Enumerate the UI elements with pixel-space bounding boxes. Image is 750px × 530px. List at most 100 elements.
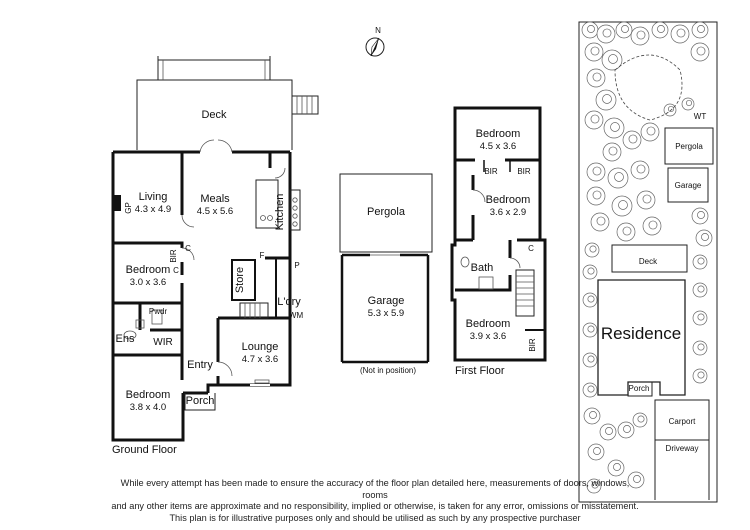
disclaimer-line: While every attempt has been made to ens… — [120, 478, 630, 500]
tree-canopy-icon — [621, 25, 629, 33]
garage-plan: Pergola Garage 5.3 x 5.9 (Not in positio… — [339, 173, 433, 375]
tree-canopy-icon — [592, 72, 602, 82]
tree-canopy-icon — [590, 46, 600, 56]
site-pergola-label: Pergola — [675, 142, 703, 151]
deck-steps — [291, 95, 319, 115]
site-residence — [597, 279, 686, 396]
disclaimer-line: This plan is for illustrative purposes o… — [169, 512, 581, 523]
meals-dims: 4.5 x 5.6 — [197, 206, 233, 217]
lounge-label: Lounge — [242, 341, 279, 353]
not-in-position-note: (Not in position) — [360, 366, 416, 375]
tree-canopy-icon — [618, 200, 628, 210]
first-floor-plan: Bedroom 4.5 x 3.6 BIR BIR Bedroom 3.6 x … — [450, 106, 547, 377]
tree-canopy-icon — [587, 295, 595, 303]
laundry-label: L'dry — [277, 296, 301, 308]
first-floor-title: First Floor — [455, 365, 505, 377]
site-boundary — [578, 21, 718, 503]
fireplace-icon — [114, 195, 121, 211]
washing-machine-label: WM — [289, 311, 304, 320]
tree-canopy-icon — [587, 25, 595, 33]
tree-canopy-icon — [696, 46, 706, 56]
tree-canopy-icon — [602, 94, 612, 104]
tree-canopy-icon — [608, 54, 618, 64]
bir-low-label: BIR — [528, 338, 537, 352]
compass-north-label: N — [375, 26, 381, 35]
disclaimer-line: and any other items are approximate and … — [111, 501, 639, 511]
bir-label: BIR — [169, 249, 178, 263]
tree-canopy-icon — [697, 25, 705, 33]
tree-canopy-icon — [614, 172, 624, 182]
tree-canopy-icon — [646, 126, 656, 136]
tree-canopy-icon — [587, 355, 595, 363]
site-deck-label: Deck — [639, 257, 658, 266]
site-carport-label: Carport — [669, 417, 696, 426]
bedroom-top-label: Bedroom — [476, 128, 521, 140]
tree-canopy-icon — [701, 233, 709, 241]
tree-canopy-icon — [587, 267, 595, 275]
ground-stairs — [239, 302, 269, 319]
site-garage — [667, 167, 709, 203]
tree-canopy-icon — [590, 114, 600, 124]
site-driveway-label: Driveway — [666, 444, 699, 453]
tree-canopy-icon — [697, 257, 705, 265]
kitchen-cooktop — [289, 189, 301, 231]
deck-outline — [136, 79, 293, 150]
tree-canopy-icon — [596, 216, 606, 226]
deck-label: Deck — [201, 109, 227, 121]
cupboard-label: C — [173, 266, 179, 275]
powder-label: Pwdr — [149, 307, 168, 316]
site-carport — [654, 399, 710, 441]
ensuite-label: Ens — [116, 333, 135, 345]
kitchen-island — [255, 179, 279, 229]
tree-canopy-icon — [591, 481, 599, 489]
garage-label: Garage — [368, 295, 405, 307]
tree-canopy-icon — [587, 385, 595, 393]
tree-canopy-icon — [610, 122, 620, 132]
bedroom-1-label: Bedroom — [126, 389, 171, 401]
tree-canopy-icon — [676, 28, 686, 38]
tree-canopy-icon — [642, 194, 652, 204]
bedroom-1-dims: 3.8 x 4.0 — [130, 402, 166, 413]
ground-floor-plan: Deck Living 4.3 x 4.9 GP Meals 4.5 x 5.6… — [111, 56, 319, 456]
trees — [581, 21, 713, 494]
tree-canopy-icon — [648, 220, 658, 230]
tree-canopy-icon — [622, 226, 632, 236]
lounge-dims: 4.7 x 3.6 — [242, 354, 278, 365]
gas-fire-label: GP — [124, 202, 133, 214]
site-deck — [611, 244, 688, 273]
pantry-label: P — [294, 261, 299, 270]
ground-floor-title: Ground Floor — [112, 444, 177, 456]
tree-canopy-icon — [697, 313, 705, 321]
tree-canopy-icon — [697, 285, 705, 293]
kitchen-label: Kitchen — [274, 194, 286, 231]
pergola-outline — [339, 173, 433, 253]
bedroom-mid-label: Bedroom — [486, 194, 531, 206]
linen-cupboard-label: C — [185, 244, 191, 253]
fridge-label: F — [260, 251, 265, 260]
tree-canopy-icon — [587, 325, 595, 333]
tree-canopy-icon — [613, 463, 621, 471]
bedroom-2-label: Bedroom — [126, 264, 171, 276]
tree-canopy-icon — [697, 371, 705, 379]
tree-canopy-icon — [602, 28, 612, 38]
site-wt-label: WT — [694, 112, 707, 121]
tree-canopy-icon — [605, 427, 613, 435]
store-label: Store — [234, 267, 246, 293]
porch-label: Porch — [186, 395, 215, 407]
living-dims: 4.3 x 4.9 — [135, 204, 171, 215]
pergola-label: Pergola — [367, 206, 406, 218]
tree-canopy-icon — [623, 425, 631, 433]
tree-canopy-icon — [636, 30, 646, 40]
tree-canopy-icon — [592, 190, 602, 200]
tree-canopy-icon — [667, 105, 675, 113]
tree-canopy-icon — [592, 166, 602, 176]
tree-canopy-icon — [628, 134, 638, 144]
garage-dims: 5.3 x 5.9 — [368, 308, 404, 319]
tree-canopy-icon — [608, 146, 618, 156]
entry-label: Entry — [187, 359, 213, 371]
wir-label: WIR — [153, 337, 172, 348]
tree-canopy-icon — [637, 415, 645, 423]
bath-label: Bath — [471, 262, 494, 274]
bedroom-low-label: Bedroom — [466, 318, 511, 330]
site-plan: WT Pergola Garage Deck Residence Porch C… — [578, 21, 718, 503]
